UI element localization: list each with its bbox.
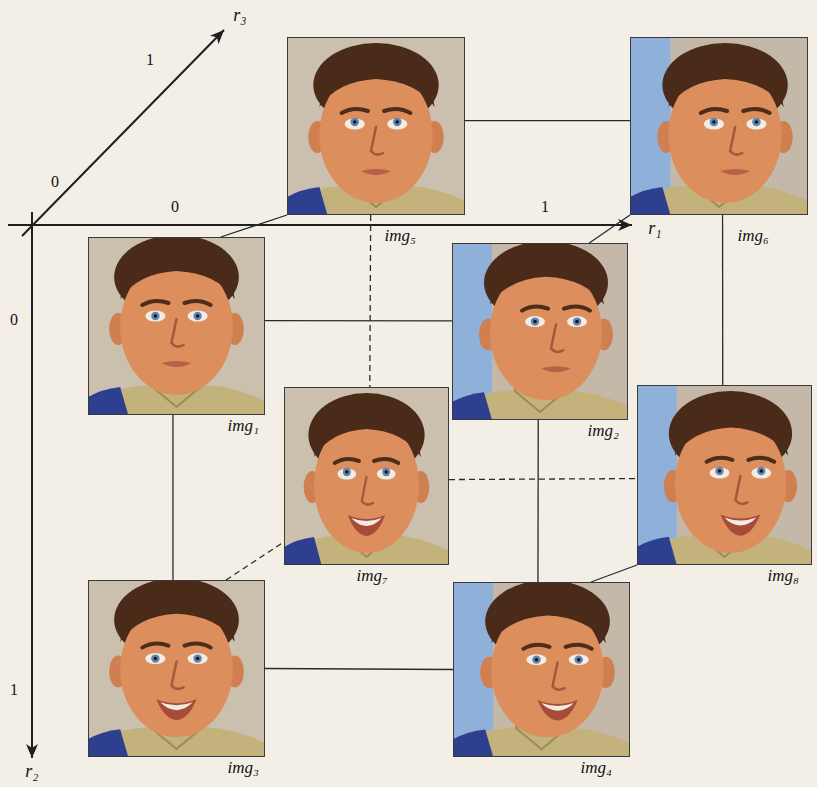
- face-photo: [88, 578, 265, 757]
- image-box: img₃: [88, 580, 265, 757]
- axis-label: r₃: [231, 6, 248, 26]
- image-box: img₅: [287, 37, 465, 215]
- face-photo: [287, 37, 465, 215]
- face-photo: [453, 580, 630, 757]
- image-box: img₁: [88, 237, 265, 415]
- axis-label: r₁: [646, 219, 663, 239]
- image-box: img₂: [452, 243, 628, 420]
- axis-tick-value: 1: [539, 198, 551, 216]
- image-caption: img₅: [383, 227, 418, 246]
- axis-tick-value: 0: [49, 173, 61, 191]
- face-photo: [630, 37, 808, 215]
- face-photo: [284, 387, 449, 565]
- image-box: img₈: [637, 385, 812, 565]
- cube-edge: [172, 415, 173, 580]
- cube-edge: [591, 565, 637, 582]
- hidden-cube-edge: [369, 215, 371, 387]
- image-box: img₆: [630, 37, 808, 215]
- face-photo: [88, 235, 265, 415]
- cube-edge: [722, 215, 723, 385]
- image-caption: img₂: [586, 422, 621, 441]
- axis-tick-value: 1: [8, 681, 20, 699]
- cube-edge: [265, 320, 452, 322]
- cube-edges: [173, 121, 723, 670]
- cube-edge: [221, 215, 287, 237]
- hidden-cube-edge: [449, 478, 637, 480]
- cube-edge: [265, 669, 453, 670]
- image-caption: img₇: [355, 567, 390, 586]
- image-caption: img₄: [579, 759, 614, 778]
- image-caption: img₁: [226, 417, 261, 436]
- image-caption: img₈: [766, 567, 801, 586]
- cube-edge: [465, 120, 630, 121]
- hidden-cube-edge: [226, 542, 284, 580]
- face-photo: [637, 385, 812, 565]
- axis-line: [22, 30, 224, 236]
- face-photo: [452, 241, 628, 420]
- axis-tick-value: 1: [144, 51, 156, 69]
- image-caption: img₆: [736, 227, 771, 246]
- axis-tick-value: 0: [169, 198, 181, 216]
- axis-line: [8, 224, 632, 226]
- cube-edge: [537, 420, 539, 582]
- cube-edge: [589, 215, 630, 243]
- axes: [8, 30, 632, 758]
- image-caption: img₃: [226, 759, 261, 778]
- image-box: img₇: [284, 387, 449, 565]
- image-box: img₄: [453, 582, 630, 757]
- axis-line: [31, 212, 33, 758]
- axis-label: r₂: [23, 762, 40, 782]
- axis-tick-value: 0: [8, 311, 20, 329]
